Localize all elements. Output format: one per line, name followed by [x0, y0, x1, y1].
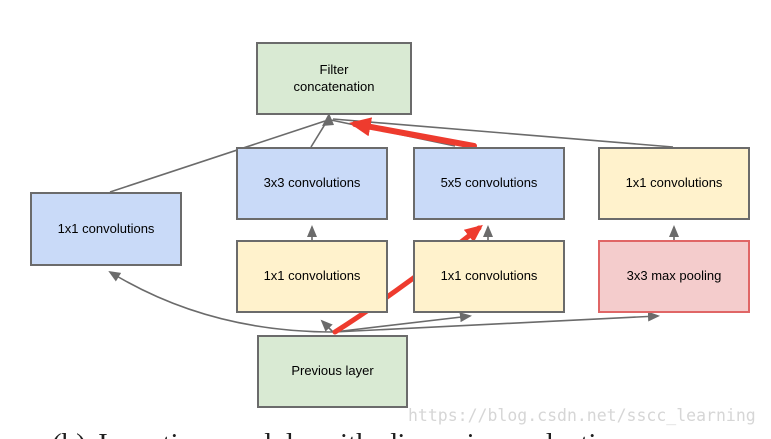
- node-previous-layer: Previous layer: [257, 335, 408, 408]
- node-conv-3x3: 3x3 convolutions: [236, 147, 388, 220]
- node-conv-1x1-left: 1x1 convolutions: [30, 192, 182, 266]
- edge-1x1left-to-concat: [109, 120, 326, 193]
- edge-previous-to-1x1b: [333, 312, 472, 333]
- edge-previous-to-maxpool: [333, 311, 660, 333]
- node-filter-concatenation: Filter concatenation: [256, 42, 412, 115]
- node-max-pooling-3x3: 3x3 max pooling: [598, 240, 750, 313]
- node-label: 1x1 convolutions: [263, 268, 361, 284]
- node-label: 3x3 max pooling: [626, 268, 722, 284]
- node-conv-1x1-right: 1x1 convolutions: [598, 147, 750, 220]
- edge-previous-to-1x1a: [320, 319, 334, 333]
- node-label: 1x1 convolutions: [440, 268, 538, 284]
- node-label: 3x3 convolutions: [263, 175, 361, 191]
- node-label: Filter concatenation: [293, 62, 375, 94]
- csdn-watermark: https://blog.csdn.net/sscc_learning: [408, 406, 756, 425]
- node-label: 5x5 convolutions: [440, 175, 538, 191]
- edge-1x1right-to-concat: [332, 118, 674, 148]
- node-conv-5x5: 5x5 convolutions: [413, 147, 565, 220]
- red-arrow-5x5-to-concat: [349, 117, 477, 149]
- node-label: Previous layer: [291, 363, 374, 379]
- node-label: 1x1 convolutions: [57, 220, 155, 236]
- node-conv-1x1-before-3x3: 1x1 convolutions: [236, 240, 388, 313]
- arrowhead-into-concat: [322, 113, 334, 126]
- node-label: 1x1 convolutions: [625, 175, 723, 191]
- figure-caption: (b) Inception module with dimension redu…: [52, 428, 637, 439]
- node-conv-1x1-before-5x5: 1x1 convolutions: [413, 240, 565, 313]
- edge-previous-to-1x1left: [108, 270, 334, 333]
